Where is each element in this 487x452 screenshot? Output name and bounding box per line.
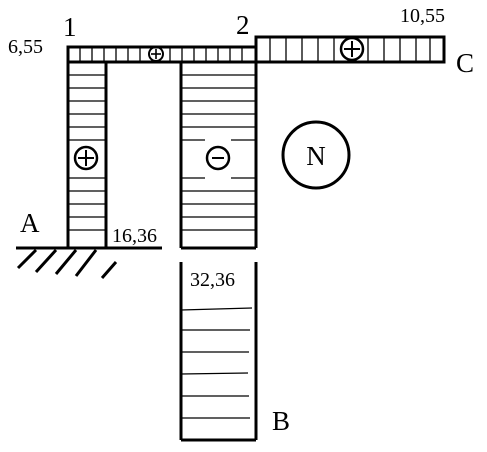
member-1-2 (66, 45, 258, 64)
node-1-label: 1 (63, 12, 77, 42)
member-1-a (66, 47, 108, 248)
node-2-label: 2 (236, 10, 250, 40)
plus-sign-left (73, 145, 99, 171)
force-symbol: N (306, 141, 326, 171)
ground-hatch (16, 246, 118, 279)
plus-sign-right (339, 36, 365, 62)
member-2-c (254, 35, 446, 64)
value-top-right: 10,55 (400, 5, 445, 27)
plus-sign-top (148, 46, 164, 62)
value-lower-top: 32,36 (190, 269, 235, 291)
member-base-b (179, 262, 258, 442)
support-a-label: A (20, 208, 40, 238)
force-symbol-circle: N (281, 120, 351, 190)
value-top-left: 6,55 (8, 36, 43, 58)
member-2-base (179, 37, 258, 250)
minus-sign-middle (205, 145, 231, 171)
support-c-label: C (456, 48, 474, 78)
support-b-label: B (272, 406, 290, 436)
value-column-base: 16,36 (112, 225, 157, 247)
